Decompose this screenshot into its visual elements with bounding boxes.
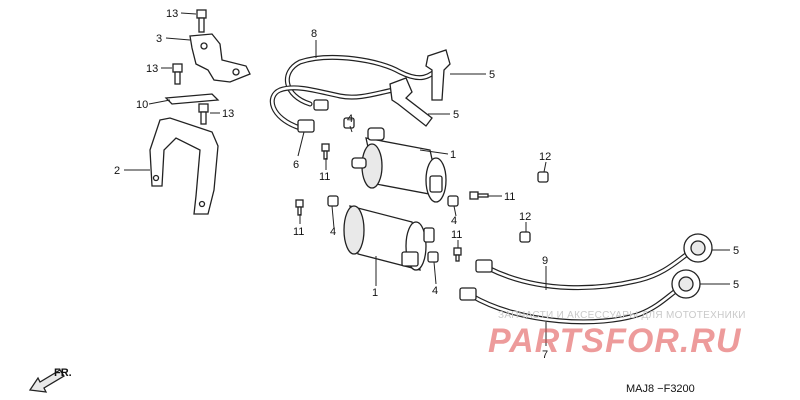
- nut-4-upper: [343, 117, 355, 129]
- callout-11-lower: 11: [451, 229, 462, 241]
- upper-bracket: [189, 33, 251, 83]
- grommet-12-upper: [537, 171, 549, 183]
- plug-cap-lower-a: [683, 233, 713, 263]
- main-bracket: [149, 117, 219, 215]
- callout-8: 8: [311, 28, 317, 40]
- ignition-coil-upper: [351, 127, 447, 203]
- callout-11-mid: 11: [504, 191, 515, 203]
- terminal-9: [475, 259, 493, 273]
- ignition-coil-lower: [343, 205, 435, 271]
- bracket-assembly: [149, 9, 251, 215]
- nut-4-mid: [447, 195, 459, 207]
- callout-4-mid: 4: [451, 215, 457, 227]
- bolt-13-top: [196, 9, 207, 33]
- bolt-11-left: [295, 199, 304, 216]
- plug-cap-upper-b: [389, 77, 433, 127]
- watermark-brand: PARTSFOR.RU: [488, 322, 742, 360]
- callout-2: 2: [114, 165, 120, 177]
- callout-4-upper: 4: [347, 113, 353, 125]
- callout-1-lower: 1: [372, 287, 378, 299]
- fr-label: FR.: [54, 367, 72, 379]
- callout-12-upper: 12: [539, 151, 551, 163]
- callout-3: 3: [156, 33, 162, 45]
- callout-5-upper-a: 5: [489, 69, 495, 81]
- front-arrow-icon: [28, 369, 65, 393]
- bolt-11-lower: [453, 247, 462, 262]
- watermark: ЗАПЧАСТИ И АКСЕССУАРЫ ДЛЯ МОТОТЕХНИКИ PA…: [488, 310, 746, 360]
- callout-5-lower-b: 5: [733, 279, 739, 291]
- bracket-strip: [164, 93, 220, 105]
- callout-13-right: 13: [222, 108, 234, 120]
- grommet-12-lower: [519, 231, 531, 243]
- callout-9: 9: [542, 255, 548, 267]
- leader-lines: [124, 12, 730, 346]
- callout-4-lower: 4: [432, 285, 438, 297]
- callout-6: 6: [293, 159, 299, 171]
- callout-4-left: 4: [330, 226, 336, 238]
- watermark-tagline: ЗАПЧАСТИ И АКСЕССУАРЫ ДЛЯ МОТОТЕХНИКИ: [498, 310, 746, 321]
- terminal-7: [459, 287, 477, 301]
- bolt-11-mid: [469, 191, 489, 200]
- plug-cap-lower-b: [671, 269, 701, 299]
- terminal-6: [297, 99, 329, 133]
- plug-cap-upper-a: [425, 49, 451, 101]
- callout-13-mid: 13: [146, 63, 158, 75]
- callout-1-upper: 1: [450, 149, 456, 161]
- nut-4-lower: [427, 251, 439, 263]
- catalog-code: MAJ8 −F3200: [626, 383, 695, 395]
- bolt-11-upper: [321, 143, 330, 160]
- callout-5-upper-b: 5: [453, 109, 459, 121]
- callout-11-left: 11: [293, 226, 304, 238]
- bolt-13-middle: [172, 63, 183, 85]
- callout-5-lower-a: 5: [733, 245, 739, 257]
- bolt-13-right: [198, 103, 209, 125]
- nut-4-left: [327, 195, 339, 207]
- lower-cords: [469, 249, 693, 325]
- callout-numbers: 13 3 13 10 13 2 8 5 5 6 4 11 1 12 11 4 1…: [114, 8, 739, 361]
- callout-12-lower: 12: [519, 211, 531, 223]
- front-direction-indicator: FR.: [28, 367, 72, 393]
- callout-13-top: 13: [166, 8, 178, 20]
- callout-10: 10: [136, 99, 148, 111]
- callout-7: 7: [542, 349, 548, 361]
- callout-11-upper: 11: [319, 171, 330, 183]
- upper-cords: [269, 55, 443, 131]
